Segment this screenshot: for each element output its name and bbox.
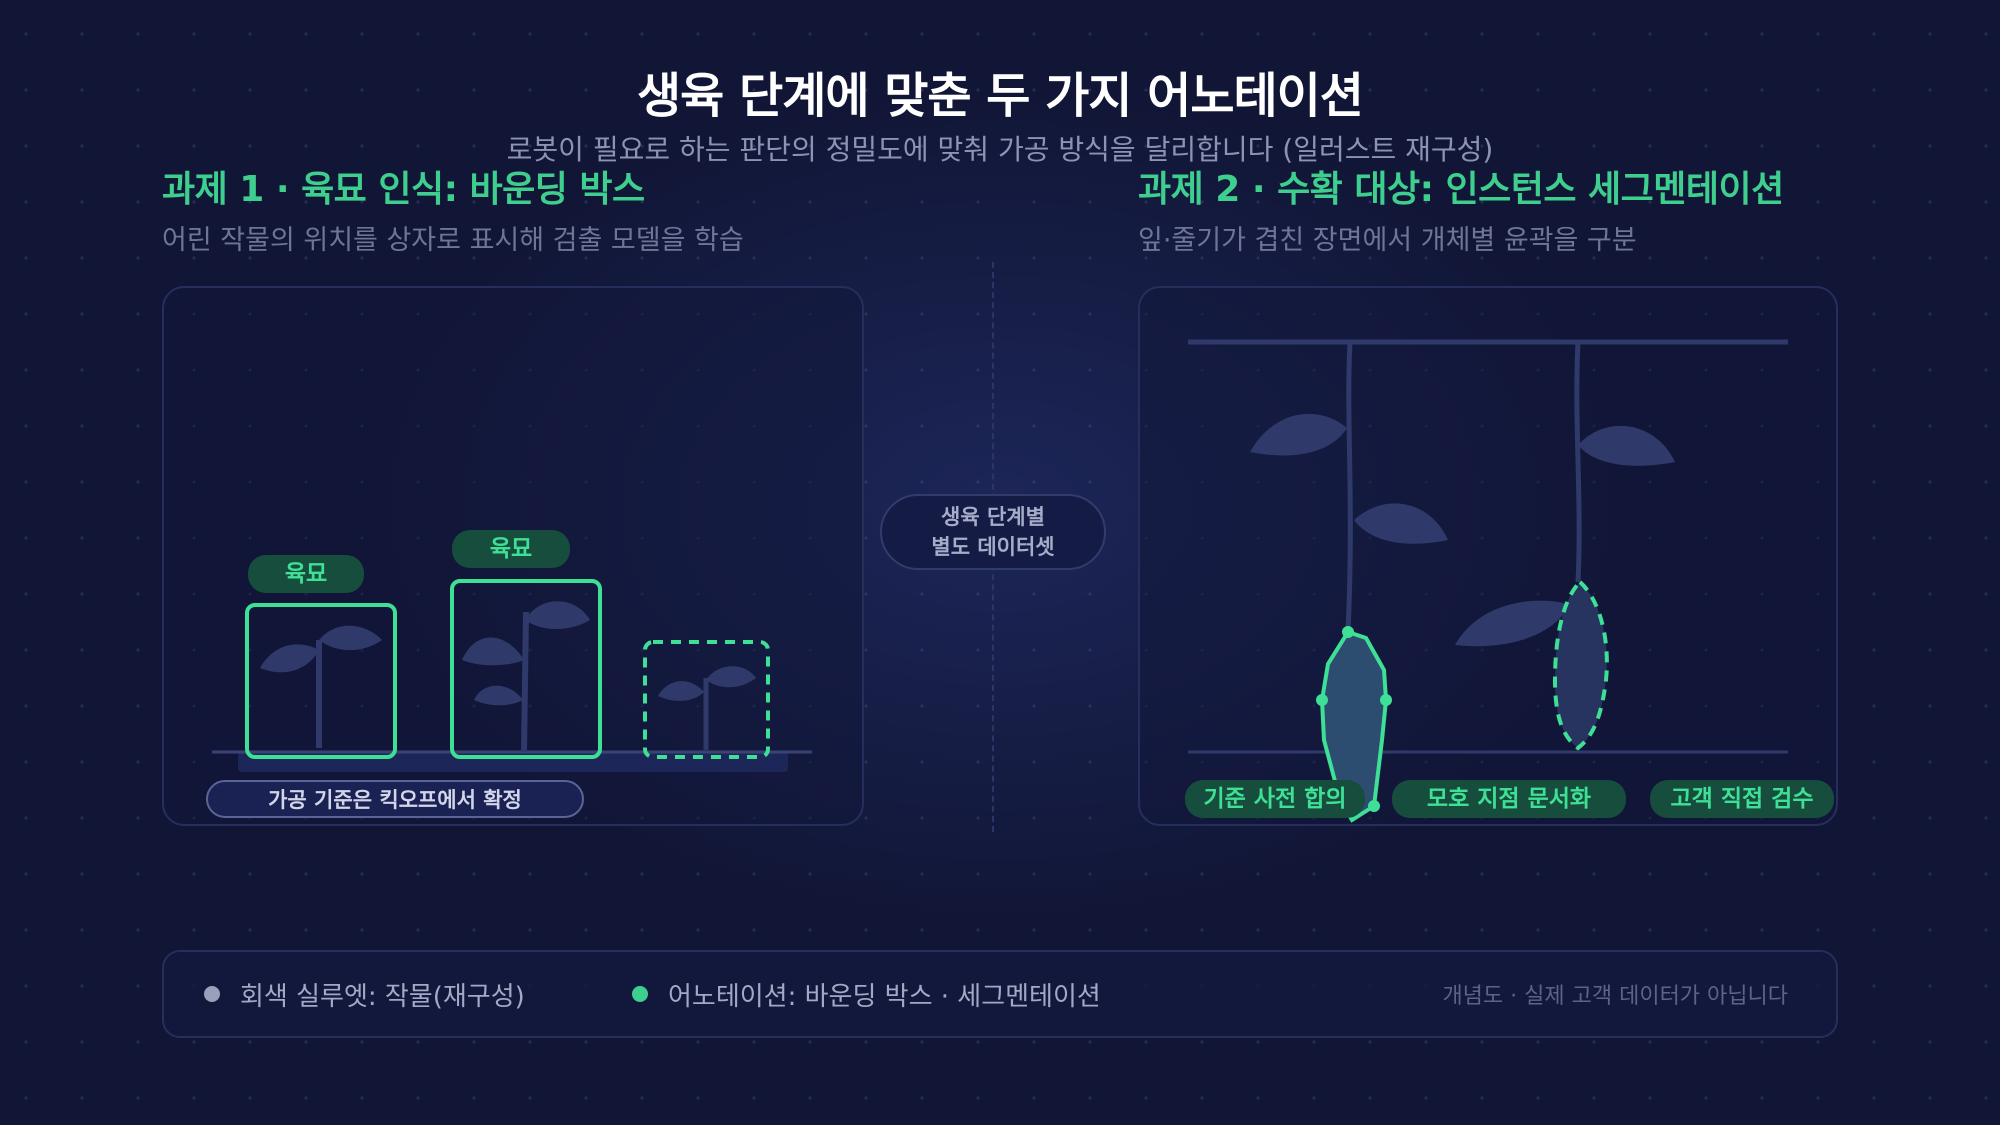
- segmentation-vertices: [1316, 626, 1392, 812]
- vine-1-silhouette: [1250, 341, 1448, 633]
- legend-disclaimer: 개념도 · 실제 고객 데이터가 아닙니다: [1442, 984, 1788, 1009]
- legend-green-label: 어노테이션: 바운딩 박스 · 세그멘테이션: [668, 981, 1101, 1012]
- page-title: 생육 단계에 맞춘 두 가지 어노테이션: [637, 68, 1364, 124]
- legend-item-gray: 회색 실루엣: 작물(재구성): [204, 952, 525, 1036]
- legend-gray-label: 회색 실루엣: 작물(재구성): [240, 981, 525, 1012]
- step-pill-2: 모호 지점 문서화: [1392, 780, 1626, 818]
- segmentation-mask-2-dashed: [1552, 579, 1609, 751]
- seedling-1-silhouette: [260, 625, 382, 748]
- box-label-1: 육묘: [248, 555, 364, 593]
- legend-item-green: 어노테이션: 바운딩 박스 · 세그멘테이션: [632, 952, 1101, 1036]
- task1-description: 어린 작물의 위치를 상자로 표시해 검출 모델을 학습: [162, 225, 744, 256]
- bounding-box-2: [450, 579, 602, 759]
- task2-panel: [1138, 286, 1838, 826]
- task1-heading: 과제 1 · 육묘 인식: 바운딩 박스: [162, 169, 645, 210]
- dataset-pill-line1: 생육 단계별: [941, 505, 1045, 529]
- page-subtitle: 로봇이 필요로 하는 판단의 정밀도에 맞춰 가공 방식을 달리합니다 (일러스…: [506, 133, 1494, 166]
- seedling-2-silhouette: [462, 601, 590, 753]
- legend-bar: 회색 실루엣: 작물(재구성) 어노테이션: 바운딩 박스 · 세그멘테이션 개…: [162, 950, 1838, 1038]
- task2-description: 잎·줄기가 겹친 장면에서 개체별 윤곽을 구분: [1138, 225, 1637, 256]
- dataset-pill: 생육 단계별 별도 데이터셋: [880, 494, 1106, 570]
- step-pill-1: 기준 사전 합의: [1185, 780, 1365, 818]
- bounding-box-3-dashed: [643, 640, 770, 759]
- task2-heading: 과제 2 · 수확 대상: 인스턴스 세그멘테이션: [1138, 169, 1784, 210]
- bounding-box-1: [245, 603, 397, 759]
- dataset-pill-line2: 별도 데이터셋: [931, 535, 1055, 559]
- green-dot-icon: [632, 986, 648, 1002]
- vine-2-silhouette: [1455, 341, 1675, 647]
- step-pill-3: 고객 직접 검수: [1650, 780, 1834, 818]
- seedling-3-silhouette: [658, 666, 756, 750]
- gray-dot-icon: [204, 986, 220, 1002]
- segmentation-mask-1: [1319, 629, 1389, 823]
- note-pill: 가공 기준은 킥오프에서 확정: [206, 780, 584, 818]
- box-label-2: 육묘: [452, 530, 570, 568]
